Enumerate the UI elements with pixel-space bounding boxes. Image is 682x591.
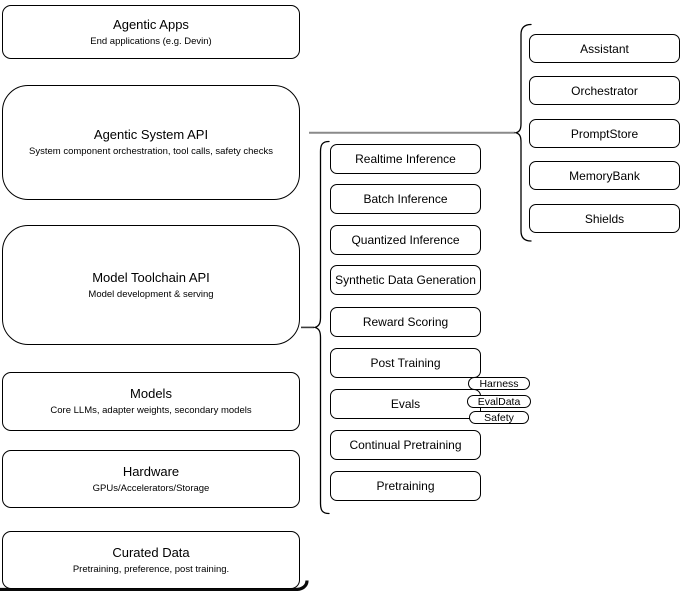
- layer-title: Curated Data: [112, 544, 190, 560]
- layer-title: Agentic Apps: [113, 16, 189, 32]
- toolchain-label: Batch Inference: [363, 192, 448, 206]
- component-box-memorybank: MemoryBank: [529, 161, 680, 190]
- evals-tag-safety: Safety: [469, 411, 529, 424]
- layer-title: Hardware: [122, 463, 180, 479]
- layer-box-curated-data: Curated Data Pretraining, preference, po…: [2, 531, 300, 589]
- evals-tag-label: Harness: [479, 377, 519, 390]
- evals-tag-harness: Harness: [468, 377, 530, 390]
- toolchain-box-reward-scoring: Reward Scoring: [330, 307, 481, 337]
- component-label: Shields: [584, 211, 625, 226]
- toolchain-label: Continual Pretraining: [349, 438, 462, 452]
- component-box-shields: Shields: [529, 204, 680, 233]
- toolchain-box-batch-inference: Batch Inference: [330, 184, 481, 214]
- evals-tag-label: EvalData: [477, 395, 521, 408]
- toolchain-label: Pretraining: [376, 479, 435, 493]
- toolchain-label: Evals: [390, 397, 421, 411]
- layer-box-model-toolchain-api: Model Toolchain API Model development & …: [2, 225, 300, 345]
- component-box-orchestrator: Orchestrator: [529, 76, 680, 105]
- toolchain-box-pretraining: Pretraining: [330, 471, 481, 501]
- layer-subtitle: GPUs/Accelerators/Storage: [92, 482, 210, 494]
- curly-brace-toolchain: [312, 140, 330, 515]
- toolchain-box-post-training: Post Training: [330, 348, 481, 378]
- layer-box-agentic-system-api: Agentic System API System component orch…: [2, 85, 300, 200]
- toolchain-label: Realtime Inference: [355, 152, 456, 166]
- layer-box-models: Models Core LLMs, adapter weights, secon…: [2, 372, 300, 431]
- layer-subtitle: End applications (e.g. Devin): [90, 35, 212, 47]
- component-label: Orchestrator: [571, 83, 638, 98]
- layer-subtitle: Model development & serving: [88, 288, 214, 300]
- toolchain-box-synthetic-data-generation: Synthetic Data Generation: [330, 265, 481, 295]
- toolchain-box-realtime-inference: Realtime Inference: [330, 144, 481, 174]
- layer-title: Model Toolchain API: [92, 269, 210, 285]
- toolchain-label: Post Training: [370, 356, 441, 370]
- evals-tag-label: Safety: [484, 411, 514, 424]
- toolchain-label: Quantized Inference: [351, 233, 460, 247]
- toolchain-label: Synthetic Data Generation: [335, 273, 476, 287]
- toolchain-box-evals: Evals: [330, 389, 481, 419]
- layer-subtitle: Pretraining, preference, post training.: [72, 563, 230, 575]
- evals-tag-evaldata: EvalData: [467, 395, 531, 408]
- toolchain-box-quantized-inference: Quantized Inference: [330, 225, 481, 255]
- layer-box-hardware: Hardware GPUs/Accelerators/Storage: [2, 450, 300, 508]
- component-label: MemoryBank: [569, 168, 640, 183]
- layer-title: Agentic System API: [93, 127, 209, 142]
- component-label: PromptStore: [570, 126, 639, 141]
- layer-title: Models: [130, 386, 172, 401]
- component-box-promptstore: PromptStore: [529, 119, 680, 148]
- layer-subtitle: Core LLMs, adapter weights, secondary mo…: [50, 405, 252, 416]
- layer-box-agentic-apps: Agentic Apps End applications (e.g. Devi…: [2, 5, 300, 59]
- layer-subtitle: System component orchestration, tool cal…: [29, 146, 273, 157]
- toolchain-label: Reward Scoring: [362, 315, 449, 329]
- component-label: Assistant: [580, 41, 629, 56]
- component-box-assistant: Assistant: [529, 34, 680, 63]
- toolchain-box-continual-pretraining: Continual Pretraining: [330, 430, 481, 460]
